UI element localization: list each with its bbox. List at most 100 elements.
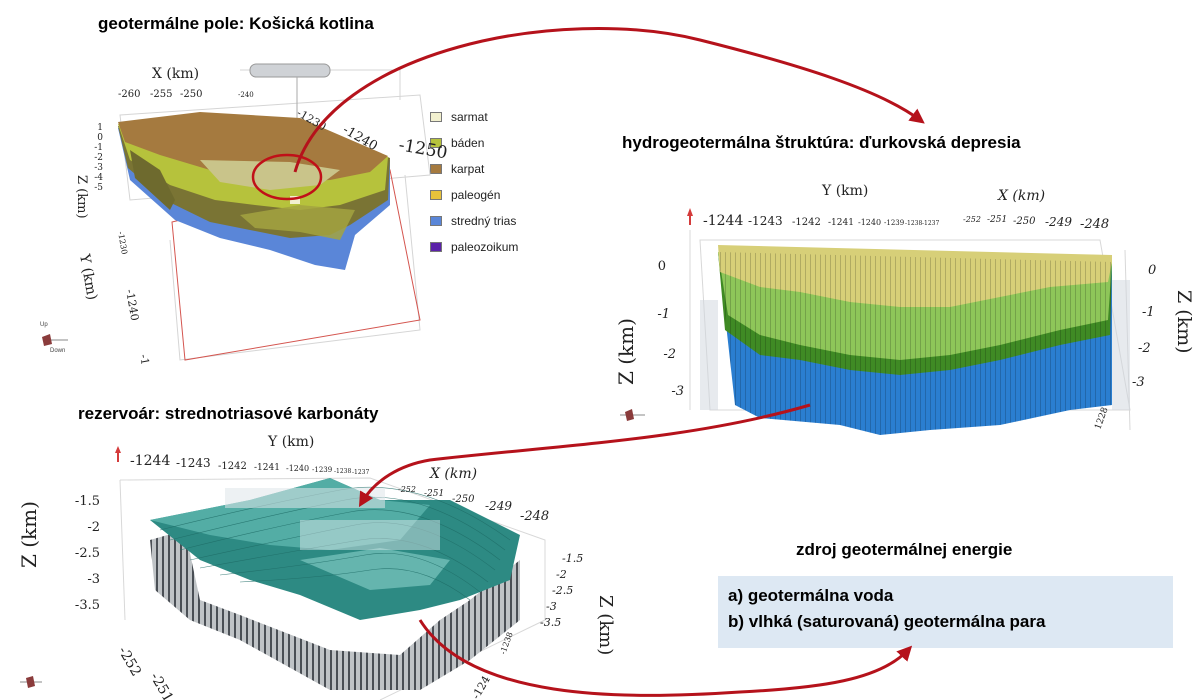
p3-y-tick: -1238 xyxy=(334,468,351,475)
legend-item: karpat xyxy=(430,156,518,182)
panel-reservoir: Y (km) -1244 -1243 -1242 -1241 -1240 -12… xyxy=(17,434,616,700)
legend-item: paleogén xyxy=(430,182,518,208)
panel-structure: Y (km) -1244 -1243 -1242 -1241 -1240 -12… xyxy=(614,183,1195,435)
p3-z-tick-right: -2.5 xyxy=(552,584,573,597)
legend-swatch xyxy=(430,216,442,226)
p3-x-tick: -250 xyxy=(452,494,475,505)
legend-swatch xyxy=(430,112,442,122)
p3-z-tick: -2.5 xyxy=(75,546,100,561)
legend-label: sarmat xyxy=(451,110,488,124)
p3-y-tick: -1242 xyxy=(218,461,247,472)
p3-x-tick: -252 xyxy=(398,485,416,494)
legend-label: stredný trias xyxy=(451,214,517,228)
p2-x-title: X (km) xyxy=(997,188,1045,204)
p1-z-tick: -5 xyxy=(94,183,103,193)
orientation-icon-3 xyxy=(20,676,42,688)
p1-z-tick: -1 xyxy=(94,143,103,153)
p2-z-title-right: Z (km) xyxy=(1173,290,1195,354)
p2-z-tick: -1 xyxy=(657,307,670,322)
p2-y-tick: -1244 xyxy=(703,213,743,229)
p2-z-tick: 0 xyxy=(658,259,666,274)
p1-y-tick: -1 xyxy=(137,353,152,366)
p3-y-tick: -1243 xyxy=(176,456,211,470)
p2-y-title: Y (km) xyxy=(821,183,868,199)
p3-x-tick: -249 xyxy=(485,499,512,513)
p1-z-tick: 1 xyxy=(97,123,103,133)
p2-y-tick: -1241 xyxy=(828,218,854,228)
p2-x-tick: -252 xyxy=(963,215,981,224)
p1-x-tick: -255 xyxy=(150,89,172,100)
p2-x-tick: -250 xyxy=(1013,216,1036,227)
field-title: geotermálne pole: Košická kotlina xyxy=(98,14,374,33)
p1-y-title: Y (km) xyxy=(76,252,100,301)
p1-x-title: X (km) xyxy=(152,66,199,82)
arrow-field-to-structure xyxy=(293,26,925,173)
legend-item: sarmat xyxy=(430,104,518,130)
p3-z-tick-right: -2 xyxy=(556,568,567,581)
orientation-icon-1: Up Down xyxy=(40,322,68,354)
p3-z-tick: -1.5 xyxy=(75,494,100,509)
p3-z-title-right: Z (km) xyxy=(595,595,616,655)
p3-z-tick-right: -1.5 xyxy=(562,552,583,565)
p3-y-tick: -1244 xyxy=(130,453,170,469)
legend-label: paleogén xyxy=(451,188,501,202)
p1-z-tick: -2 xyxy=(94,153,103,163)
flow-arrows xyxy=(293,26,925,697)
p2-y-tick: -1237 xyxy=(922,220,939,227)
p3-y-tick: -1237 xyxy=(352,469,369,476)
svg-text:Down: Down xyxy=(50,348,65,354)
p1-z-title: Z (km) xyxy=(74,175,89,219)
legend-item: stredný trias xyxy=(430,208,518,234)
p3-z-tick-right: -3 xyxy=(546,600,557,613)
p3-z-tick-right: -3.5 xyxy=(540,616,561,629)
p2-y-tick: -1240 xyxy=(858,218,881,227)
p1-z-tick: -4 xyxy=(94,173,103,183)
reservoir-title: rezervoár: strednotriasové karbonáty xyxy=(78,404,379,423)
structure-title: hydrogeotermálna štruktúra: ďurkovská de… xyxy=(622,133,1021,152)
p2-z-tick-right: -2 xyxy=(1138,341,1151,356)
p3-x-tick: -248 xyxy=(520,509,549,524)
p2-y-tick: -1239 xyxy=(884,219,904,227)
p2-y-tick: -1243 xyxy=(748,214,783,228)
p3-y-tick: -1240 xyxy=(286,464,309,473)
p2-z-tick: -2 xyxy=(663,347,676,362)
p3-bottom-tick: -252 xyxy=(115,644,145,679)
p1-y-tick: -1240 xyxy=(123,288,141,321)
p2-z-tick-right: -3 xyxy=(1132,375,1145,390)
p1-x-tick: -240 xyxy=(238,91,254,99)
p2-z-tick-right: -1 xyxy=(1142,305,1155,320)
legend-label: karpat xyxy=(451,162,485,176)
legend-swatch xyxy=(430,242,442,252)
p3-z-tick: -2 xyxy=(87,520,100,535)
p3-bottom-tick: -251 xyxy=(147,670,177,700)
p2-y-tick: -1238 xyxy=(905,220,922,227)
p1-x-tick: -250 xyxy=(180,89,202,100)
legend-swatch xyxy=(430,190,442,200)
orientation-icon-2 xyxy=(620,409,645,421)
legend-item: báden xyxy=(430,130,518,156)
source-item-water: a) geotermálna voda xyxy=(728,586,894,605)
p2-z-title: Z (km) xyxy=(614,318,638,385)
legend-swatch xyxy=(430,164,442,174)
p2-z-tick-right: 0 xyxy=(1148,263,1156,278)
p1-y-tick: -1230 xyxy=(116,231,129,255)
p2-x-tick: -248 xyxy=(1080,217,1109,232)
legend: sarmat báden karpat paleogén stredný trias pa… xyxy=(430,104,518,260)
p2-z-tick: -3 xyxy=(671,384,684,399)
svg-text:Up: Up xyxy=(40,322,48,328)
p1-z-tick: 0 xyxy=(97,133,103,143)
source-item-steam: b) vlhká (saturovaná) geotermálna para xyxy=(728,612,1046,631)
p3-x-tick: -251 xyxy=(424,489,444,499)
panel-field: Up Down X (km) -260 -255 -250 -240 -1230… xyxy=(40,63,449,366)
ellipse-highlight xyxy=(251,153,323,201)
p1-x-tick: -1250 xyxy=(397,135,449,163)
p1-x-tick: -260 xyxy=(118,89,140,100)
p3-y-title: Y (km) xyxy=(267,434,314,450)
legend-label: paleozoikum xyxy=(451,240,519,254)
p3-y-tick: -1239 xyxy=(312,466,332,474)
p3-x-title: X (km) xyxy=(429,466,477,482)
p3-y-tick: -1241 xyxy=(254,463,280,473)
p1-z-tick: -3 xyxy=(94,163,103,173)
source-box: a) geotermálna voda b) vlhká (saturovaná… xyxy=(718,576,1173,648)
p3-z-title: Z (km) xyxy=(17,501,41,568)
